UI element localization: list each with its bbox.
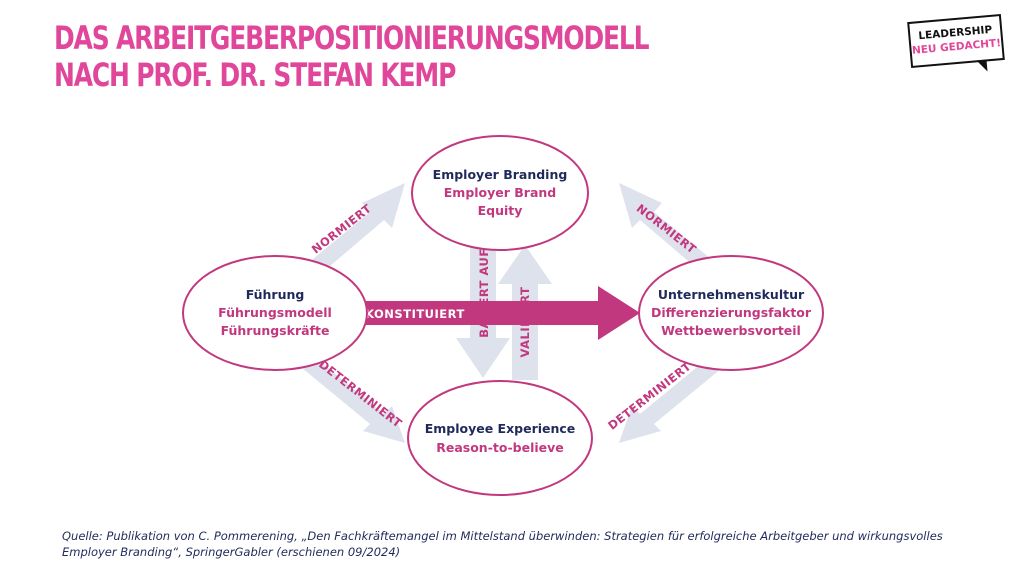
employer-branding-heading: Employer Branding <box>433 167 568 182</box>
arrow-normiert-left <box>302 183 405 278</box>
fuehrung-sub1: Führungsmodell <box>218 305 332 320</box>
unternehmenskultur-heading: Unternehmenskultur <box>658 287 805 302</box>
node-unternehmenskultur: Unternehmenskultur Differenzierungsfakto… <box>638 255 824 371</box>
employee-experience-sub1: Reason-to-believe <box>436 440 564 455</box>
label-normiert-right: NORMIERT <box>634 201 699 256</box>
label-validiert: VALIDIERT <box>518 287 532 358</box>
fuehrung-sub2: Führungskräfte <box>221 323 330 338</box>
arrow-determiniert-left <box>302 358 405 443</box>
arrow-konstituiert <box>350 286 640 340</box>
unternehmenskultur-sub2: Wettbewerbsvorteil <box>661 323 801 338</box>
label-determiniert-left: DETERMINIERT <box>316 357 405 431</box>
fuehrung-heading: Führung <box>246 287 305 302</box>
unternehmenskultur-sub1: Differenzierungsfaktor <box>651 305 812 320</box>
employer-branding-sub1: Employer Brand <box>444 185 557 200</box>
label-konstituiert: KONSTITUIERT <box>365 307 465 321</box>
node-employer-branding: Employer Branding Employer Brand Equity <box>411 135 589 251</box>
node-fuehrung: Führung Führungsmodell Führungskräfte <box>182 255 368 371</box>
arrow-determiniert-right <box>619 358 722 443</box>
title-line-1: DAS ARBEITGEBERPOSITIONIERUNGSMODELL <box>54 19 650 57</box>
source-citation: Quelle: Publikation von C. Pommerening, … <box>62 529 943 559</box>
arrow-normiert-right <box>619 183 722 278</box>
node-employee-experience: Employee Experience Reason-to-believe <box>407 380 593 496</box>
title-line-2: NACH PROF. DR. STEFAN KEMP <box>54 56 456 94</box>
label-basiert-auf: BASIERT AUF <box>477 248 491 338</box>
employer-branding-sub2: Equity <box>478 203 523 218</box>
employee-experience-heading: Employee Experience <box>425 421 576 436</box>
page-title: DAS ARBEITGEBERPOSITIONIERUNGSMODELL NAC… <box>54 19 650 94</box>
